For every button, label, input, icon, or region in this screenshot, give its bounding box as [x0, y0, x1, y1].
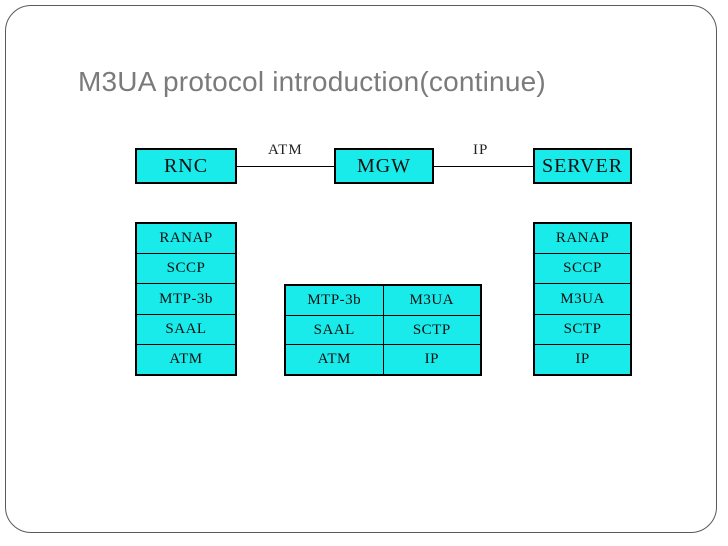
connector-label-atm: ATM — [268, 142, 303, 158]
stack-row: MTP-3b M3UA — [286, 286, 480, 316]
stack-cell[interactable]: RANAP — [159, 230, 213, 247]
stack-cell[interactable]: SCTP — [563, 320, 602, 337]
node-box-rnc[interactable]: RNC — [135, 148, 237, 184]
protocol-stack-rnc: RANAP SCCP MTP-3b SAAL ATM — [135, 222, 237, 376]
stack-row: SAAL — [137, 315, 235, 345]
protocol-stack-mgw: MTP-3b M3UA SAAL SCTP ATM IP — [284, 284, 482, 376]
stack-cell[interactable]: SCTP — [412, 321, 451, 338]
stack-row: SCCP — [137, 254, 235, 285]
stack-cell[interactable]: MTP-3b — [159, 290, 213, 307]
connector-label-ip: IP — [473, 142, 489, 158]
stack-cell[interactable]: IP — [575, 350, 590, 367]
stack-cell[interactable]: SAAL — [165, 320, 207, 337]
stack-row: ATM IP — [286, 345, 480, 375]
stack-row: ATM — [137, 345, 235, 374]
stack-cell[interactable]: M3UA — [409, 291, 454, 308]
connector-mgw-server — [433, 166, 534, 167]
slide-border-frame — [5, 5, 717, 533]
page-title: M3UA protocol introduction(continue) — [78, 66, 546, 97]
protocol-stack-server: RANAP SCCP M3UA SCTP IP — [533, 222, 632, 376]
stack-cell[interactable]: MTP-3b — [286, 286, 384, 315]
stack-row: SCTP — [535, 315, 630, 345]
node-box-server[interactable]: SERVER — [533, 148, 632, 184]
stack-row: RANAP — [535, 224, 630, 255]
stack-cell[interactable]: M3UA — [560, 290, 605, 307]
stack-cell[interactable]: SCCP — [563, 260, 602, 277]
connector-rnc-mgw — [236, 166, 336, 167]
stack-row: SCCP — [535, 254, 630, 285]
stack-row: RANAP — [137, 224, 235, 255]
stack-cell[interactable]: IP — [424, 351, 439, 368]
stack-cell[interactable]: ATM — [169, 350, 203, 367]
stack-cell[interactable]: SAAL — [286, 315, 384, 345]
stack-row: MTP-3b — [137, 284, 235, 315]
stack-row: IP — [535, 345, 630, 374]
stack-cell[interactable]: SCCP — [166, 260, 206, 277]
stack-row: M3UA — [535, 284, 630, 315]
stack-cell[interactable]: RANAP — [555, 230, 610, 247]
node-box-mgw[interactable]: MGW — [334, 148, 434, 184]
stack-row: SAAL SCTP — [286, 315, 480, 346]
stack-cell[interactable]: ATM — [286, 345, 384, 375]
